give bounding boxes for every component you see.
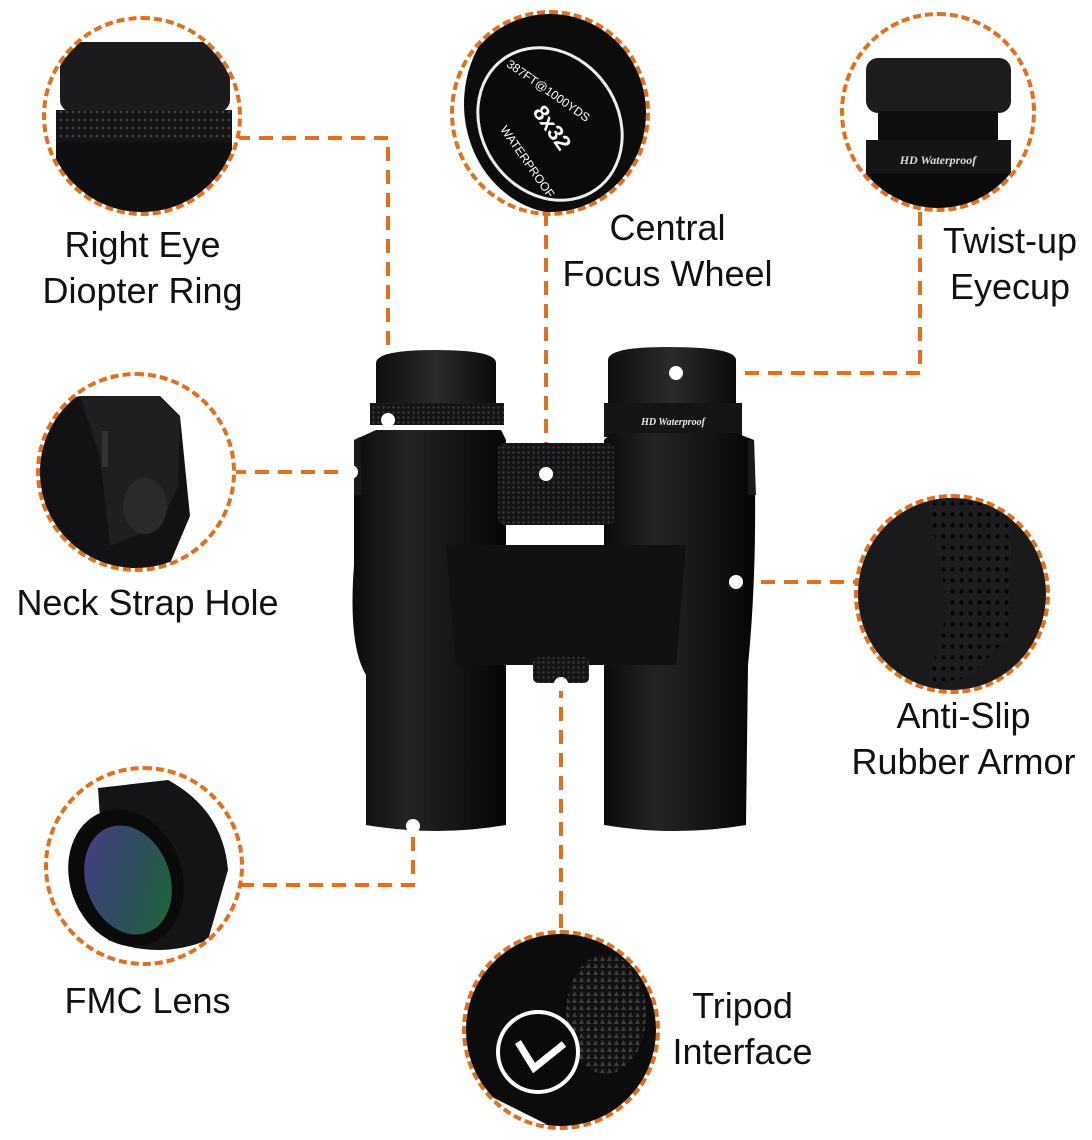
- anchor-dot-strap: [344, 465, 358, 479]
- label-diopter-ring: Right Eye Diopter Ring: [42, 224, 243, 311]
- label-fmc-lens: FMC Lens: [64, 980, 231, 1021]
- anchor-dot-armor: [729, 575, 743, 589]
- anchor-dot-diopter: [381, 413, 395, 427]
- callout-fmc-lens: [44, 766, 244, 966]
- eyecup-branding: HD Waterproof: [899, 153, 978, 167]
- label-tripod-interface: Tripod Interface: [672, 985, 813, 1072]
- tripod-check-icon: [515, 1040, 567, 1074]
- label-neck-strap-hole: Neck Strap Hole: [16, 582, 279, 623]
- binoculars-product: HD Waterproof: [346, 345, 761, 835]
- anchor-dot-tripod: [554, 677, 568, 691]
- label-anti-slip-armor: Anti-Slip Rubber Armor: [851, 695, 1076, 782]
- callout-focus-wheel: 387FT@1000YDS 8x32 WATERPROOF: [450, 10, 650, 216]
- callout-twist-up-eyecup: HD Waterproof: [840, 12, 1036, 212]
- callout-tripod-interface: [462, 930, 660, 1130]
- anchor-dot-eyecup: [669, 366, 683, 380]
- label-focus-wheel: Central Focus Wheel: [562, 207, 773, 294]
- callout-anti-slip-armor: [854, 494, 1050, 694]
- right-eyecup-branding: HD Waterproof: [640, 417, 706, 428]
- anchor-dot-lens: [406, 819, 420, 833]
- callout-diopter-ring: [42, 16, 242, 216]
- anchor-dot-focus: [539, 467, 553, 481]
- callout-neck-strap-hole: [36, 372, 236, 572]
- label-twist-up-eyecup: Twist-up Eyecup: [942, 220, 1078, 307]
